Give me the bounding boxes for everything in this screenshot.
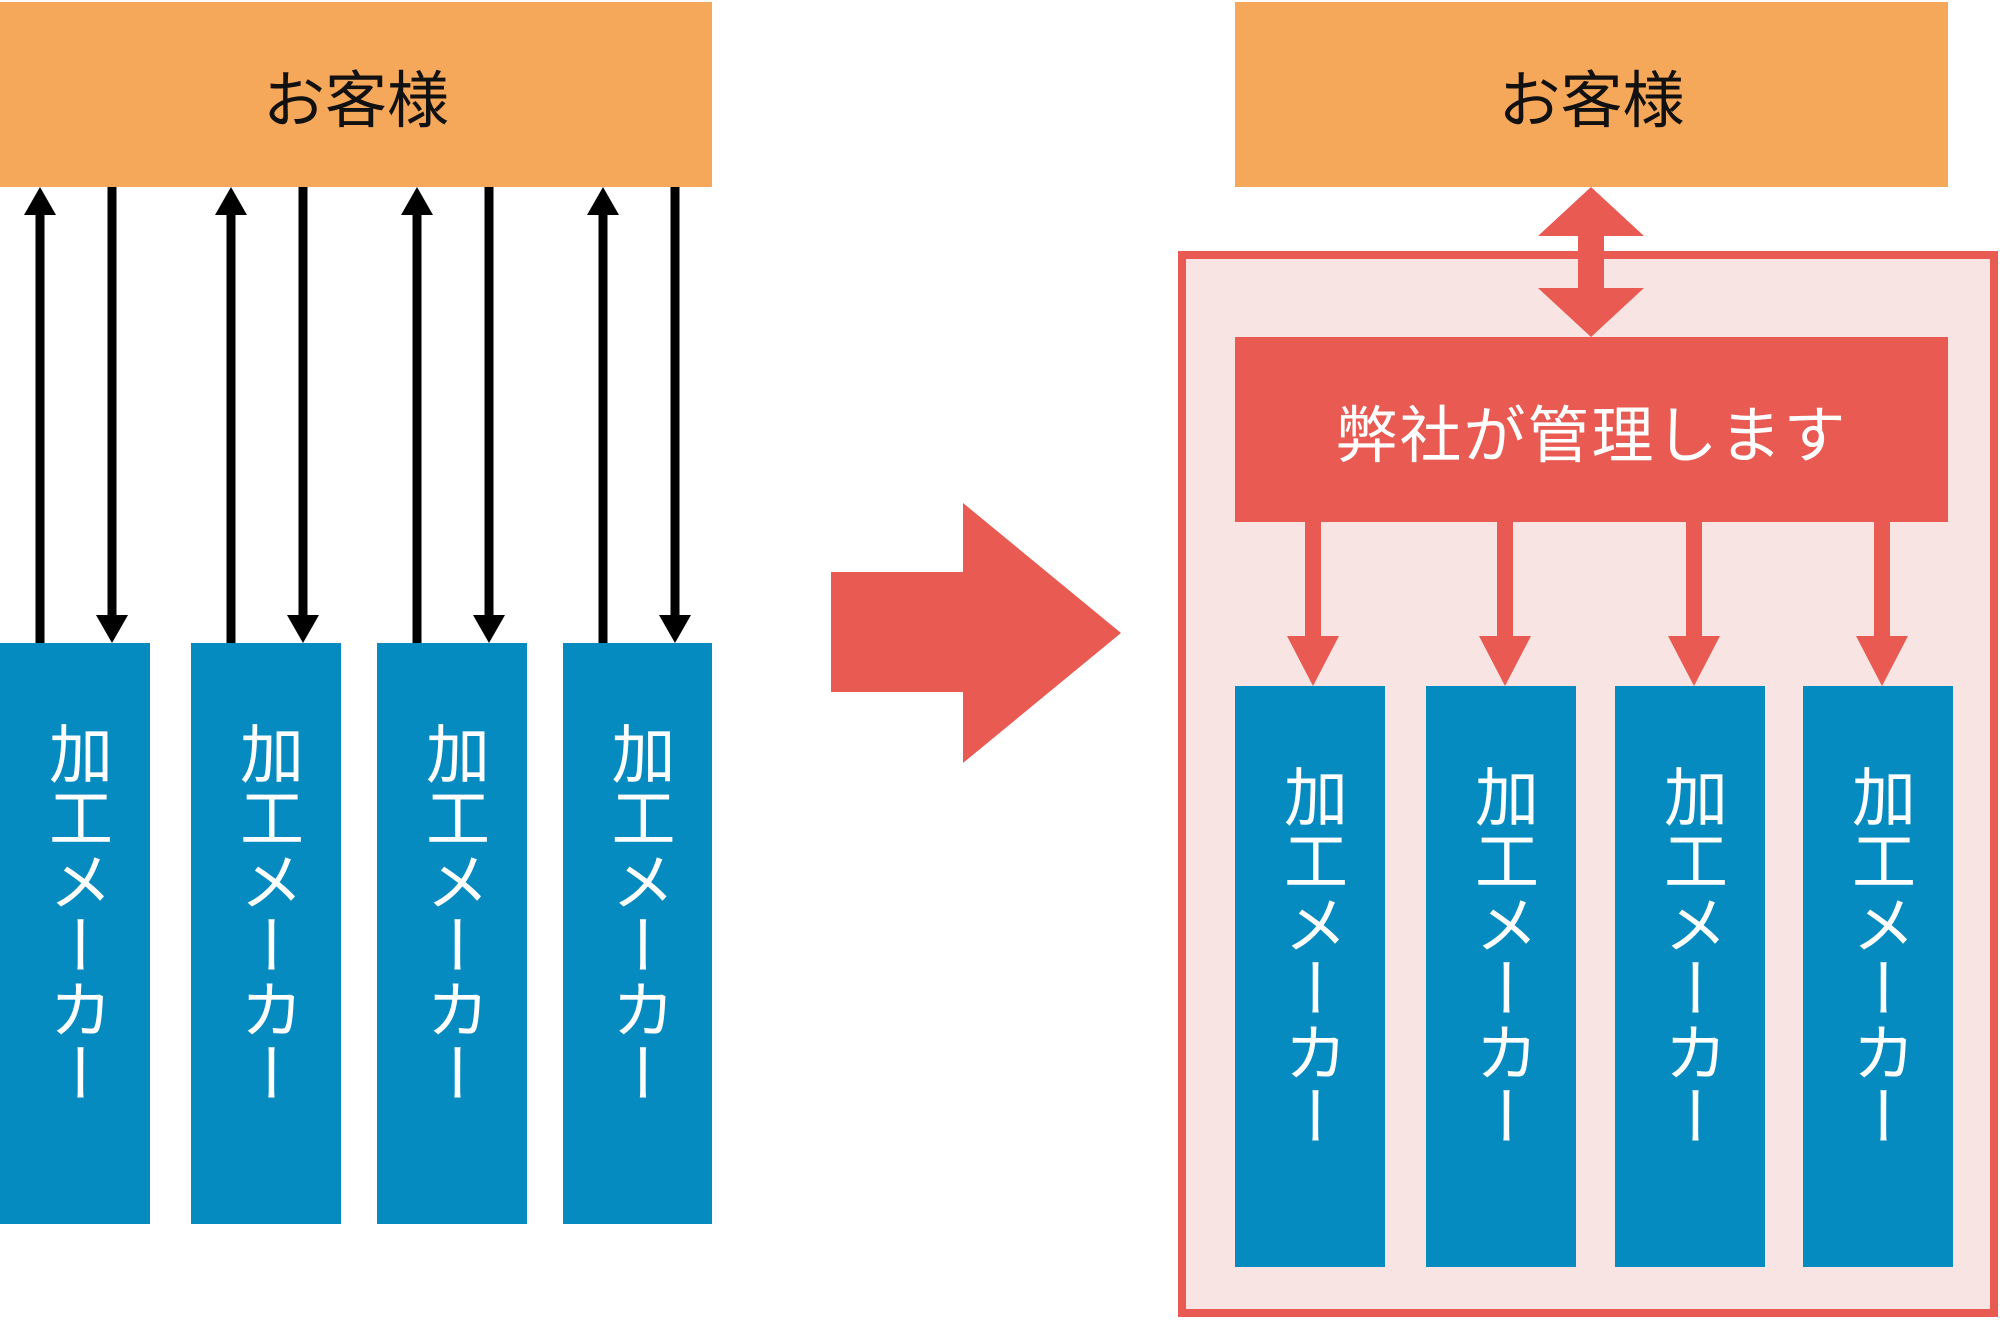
right-customer-label: お客様: [1498, 63, 1685, 137]
mgmt-arrow-head-2: [1479, 636, 1531, 686]
right-customer-box: お客様: [1235, 2, 1948, 187]
left-maker-label-4: 加工メーカー: [600, 721, 675, 1105]
management-label: 弊社が管理します: [1335, 398, 1848, 472]
mgmt-arrow-head-4: [1856, 636, 1908, 686]
double-arrow-up-head: [1538, 187, 1644, 236]
down-arrow-head-4: [659, 615, 691, 643]
up-arrow-head-3: [401, 187, 433, 215]
left-maker-label-3: 加工メーカー: [415, 721, 489, 1105]
left-maker-box-4: 加工メーカー: [563, 643, 712, 1224]
up-arrow-head-1: [24, 187, 56, 215]
right-maker-box-2: 加工メーカー: [1426, 686, 1576, 1267]
mgmt-arrow-shaft-4: [1874, 522, 1890, 638]
management-down-arrows: [1287, 522, 1908, 686]
left-maker-box-3: 加工メーカー: [377, 643, 527, 1224]
left-black-arrows: [24, 187, 691, 643]
double-headed-arrow: [1538, 187, 1644, 337]
double-arrow-shaft: [1578, 234, 1604, 290]
right-maker-label-3: 加工メーカー: [1653, 764, 1727, 1148]
up-arrow-head-4: [587, 187, 619, 215]
mgmt-arrow-head-3: [1668, 636, 1720, 686]
right-maker-box-3: 加工メーカー: [1615, 686, 1765, 1267]
up-arrow-head-2: [215, 187, 247, 215]
double-arrow-down-head: [1538, 288, 1644, 337]
right-maker-box-1: 加工メーカー: [1235, 686, 1385, 1267]
down-arrow-head-3: [473, 615, 505, 643]
left-maker-label-1: 加工メーカー: [38, 721, 112, 1105]
left-customer-label: お客様: [262, 63, 449, 137]
mgmt-arrow-shaft-1: [1305, 522, 1321, 638]
left-customer-box: お客様: [0, 2, 712, 187]
left-maker-box-2: 加工メーカー: [191, 643, 341, 1224]
mgmt-arrow-shaft-3: [1686, 522, 1702, 638]
left-maker-label-2: 加工メーカー: [229, 721, 303, 1105]
transition-arrow: [831, 503, 1121, 763]
down-arrow-head-2: [287, 615, 319, 643]
right-maker-label-4: 加工メーカー: [1841, 764, 1915, 1148]
management-box: 弊社が管理します: [1235, 337, 1948, 522]
right-maker-label-1: 加工メーカー: [1273, 764, 1347, 1148]
right-maker-label-2: 加工メーカー: [1464, 764, 1538, 1148]
mgmt-arrow-shaft-2: [1497, 522, 1513, 638]
mgmt-arrow-head-1: [1287, 636, 1339, 686]
down-arrow-head-1: [96, 615, 128, 643]
right-maker-box-4: 加工メーカー: [1803, 686, 1953, 1267]
left-maker-box-1: 加工メーカー: [0, 643, 150, 1224]
